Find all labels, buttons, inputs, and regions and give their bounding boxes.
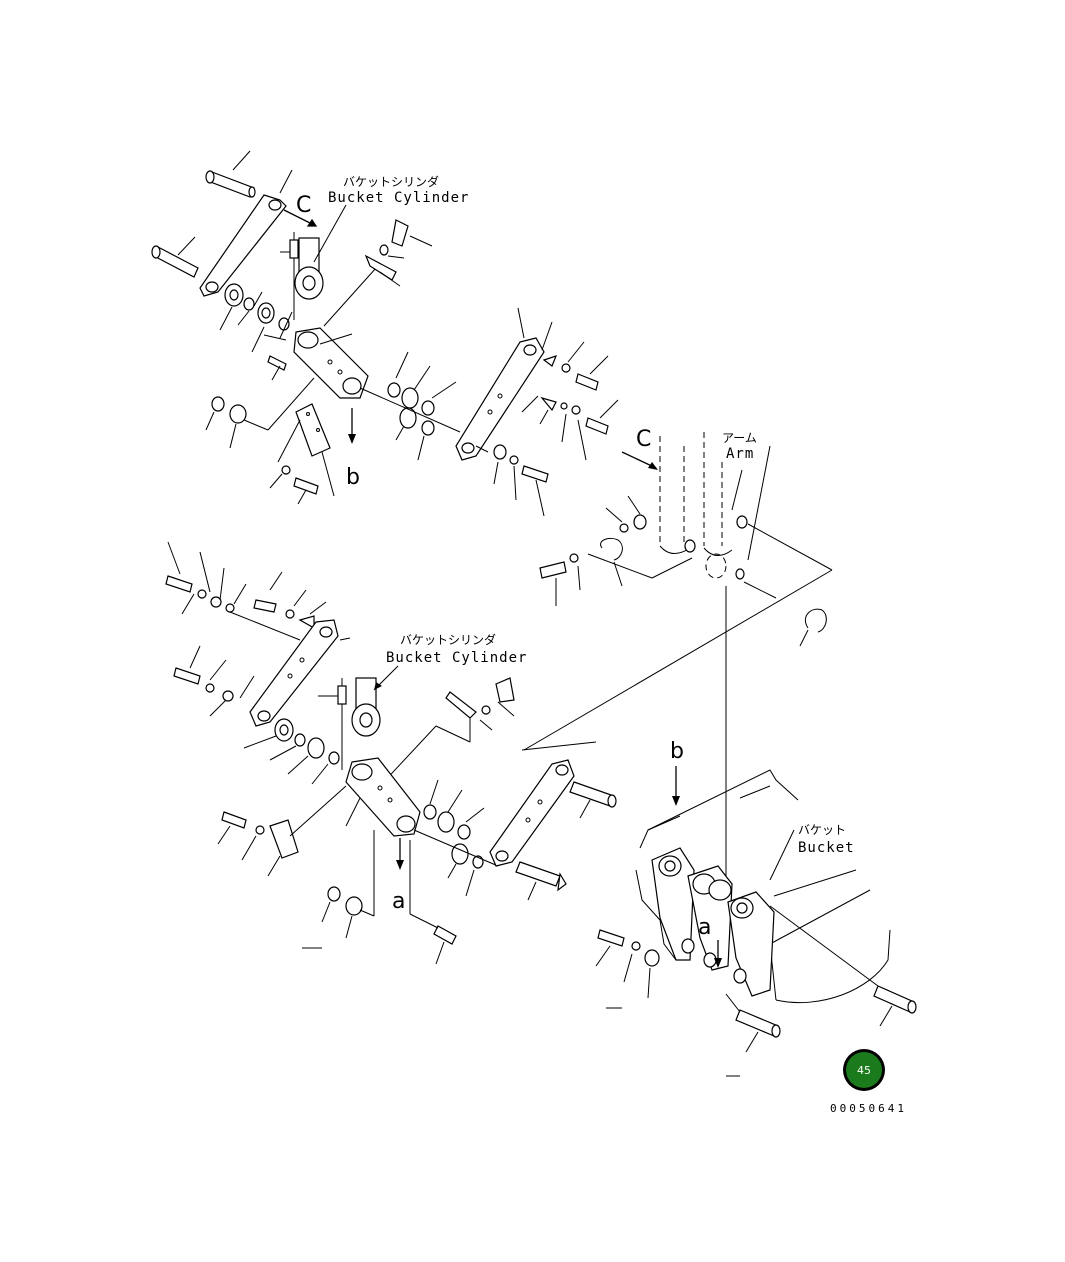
main-link-bottom bbox=[345, 757, 421, 837]
marker-b-bucket: b bbox=[670, 739, 684, 764]
label-top-cylinder-en: Bucket Cylinder bbox=[328, 190, 469, 206]
page-number-badge: 45 bbox=[843, 1049, 885, 1091]
pin-right-bottom-upper bbox=[569, 781, 617, 808]
link-left-top bbox=[199, 194, 287, 297]
label-bottom-cylinder-en: Bucket Cylinder bbox=[386, 650, 527, 666]
label-top-cylinder-jp: バケットシリンダ bbox=[343, 174, 439, 189]
top-link-assembly: C バケットシリンダ Bucket Cylinder bbox=[151, 150, 619, 517]
link-left-bottom bbox=[249, 619, 339, 727]
marker-b-top: b bbox=[346, 465, 360, 490]
label-bottom-cylinder-jp: バケットシリンダ bbox=[400, 632, 496, 647]
drawing-code: 00050641 bbox=[830, 1102, 907, 1115]
bucket-assembly: b バケット Bucket bbox=[595, 739, 917, 1077]
bolt-small-top bbox=[267, 355, 287, 381]
bolt-cylinder-top bbox=[364, 219, 433, 287]
bucket-boss-left bbox=[651, 847, 695, 961]
marker-c-arm: C bbox=[636, 427, 651, 452]
page-number: 45 bbox=[857, 1064, 871, 1077]
page-number-badge-fill bbox=[846, 1052, 882, 1088]
marker-a-bucket: a bbox=[698, 915, 711, 940]
label-arm-en: Arm bbox=[726, 446, 754, 462]
link-right-top bbox=[455, 337, 545, 461]
pin-left-top bbox=[151, 245, 199, 278]
label-bucket-en: Bucket bbox=[798, 840, 855, 856]
main-link-top bbox=[293, 327, 369, 399]
shim-plate-top bbox=[295, 403, 331, 457]
link-right-bottom bbox=[489, 759, 575, 867]
cylinder-rod-end-top bbox=[294, 237, 324, 300]
bucket-boss-right bbox=[727, 891, 775, 997]
label-bucket-jp: バケット bbox=[798, 823, 846, 837]
marker-a-bottom: a bbox=[392, 889, 405, 914]
pin-bucket-lower bbox=[735, 1009, 781, 1038]
pin-bucket-right bbox=[873, 985, 917, 1014]
pin-right-bottom-lower bbox=[515, 861, 567, 892]
grease-fitting-top bbox=[289, 232, 299, 259]
pin-upper-top bbox=[205, 170, 256, 198]
label-arm-jp: アーム bbox=[722, 431, 757, 445]
bottom-link-assembly: バケットシリンダ Bucket Cylinder bbox=[165, 541, 617, 965]
bucket-boss-middle bbox=[687, 865, 733, 971]
arm-assembly: C アーム Arm bbox=[521, 427, 833, 886]
marker-c-top: C bbox=[296, 193, 311, 218]
